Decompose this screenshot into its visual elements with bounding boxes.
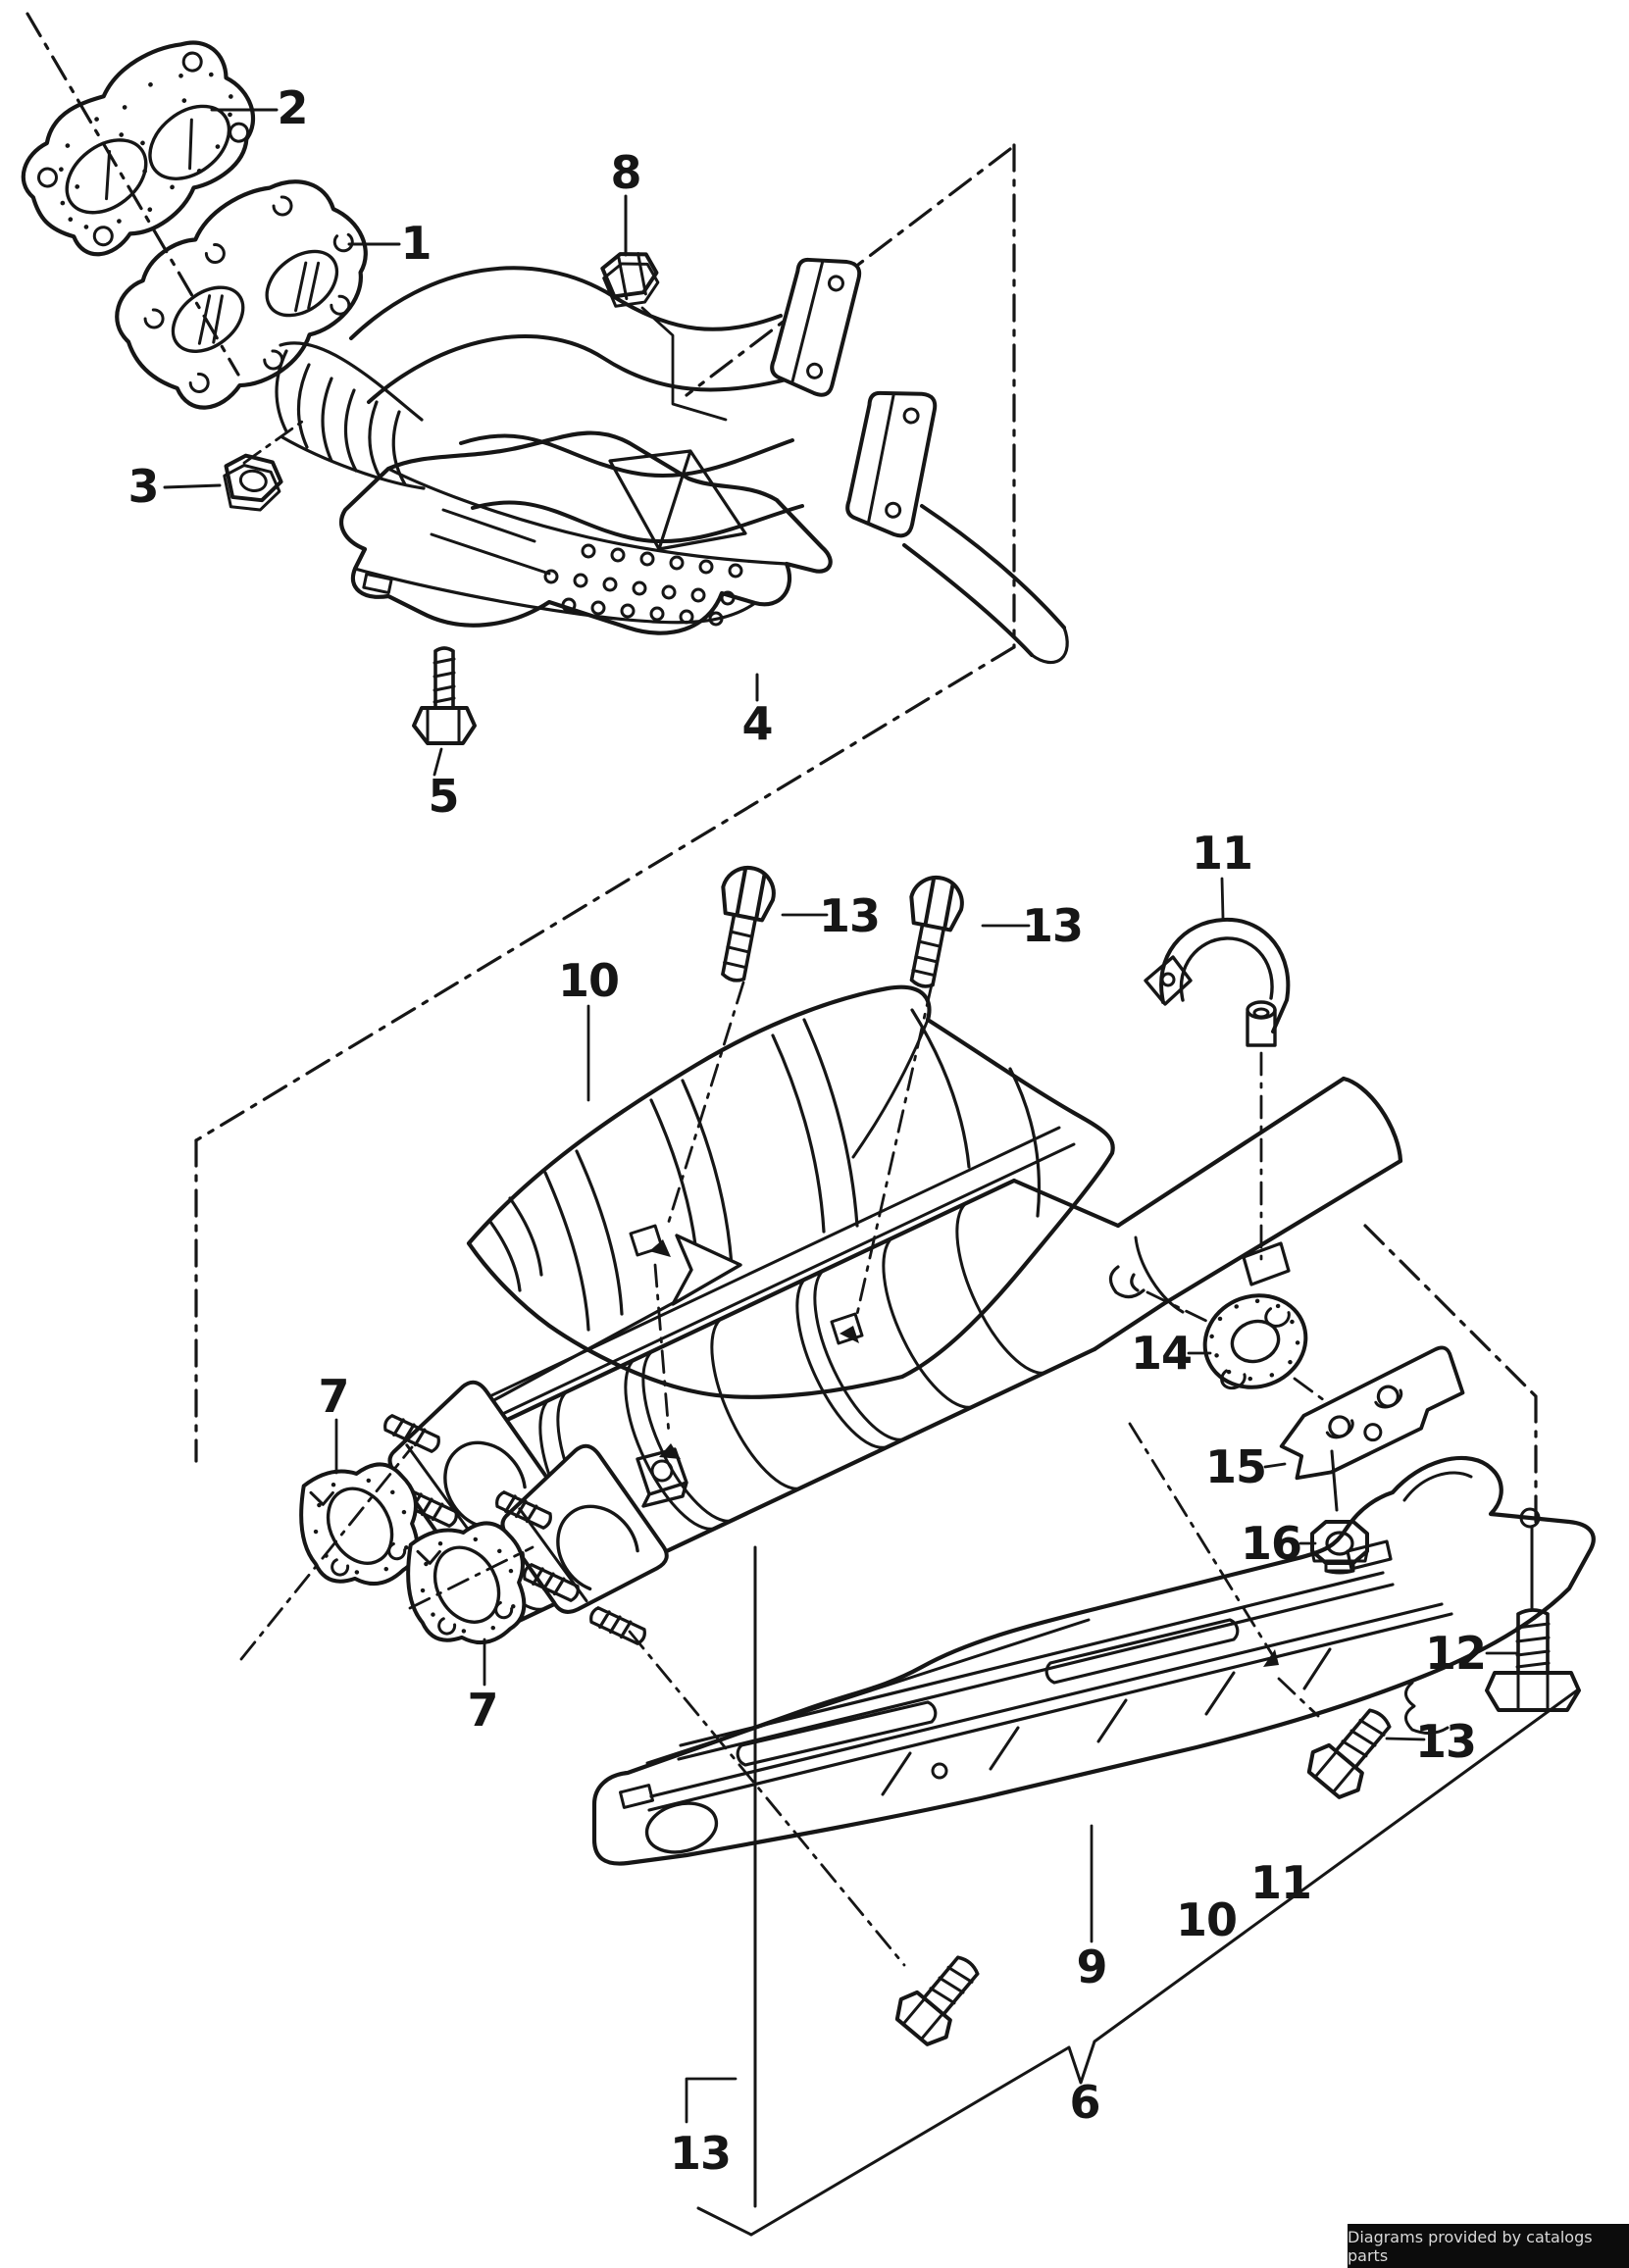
callout-7-right[interactable]: 7 bbox=[467, 1684, 498, 1737]
part-heat-shield-4 bbox=[339, 430, 833, 635]
provider-badge-text: Diagrams provided by catalogs parts bbox=[1348, 2227, 1593, 2265]
group-bracket-6 bbox=[696, 1545, 1579, 2237]
flex-corrugation bbox=[275, 341, 426, 490]
callout-14[interactable]: 14 bbox=[1130, 1327, 1193, 1380]
part-gasket-7-right bbox=[406, 1521, 527, 1645]
part-hanger-ring-14 bbox=[1202, 1293, 1308, 1390]
part-bolt-13-bottom bbox=[894, 1955, 980, 2046]
callout-10-top[interactable]: 10 bbox=[557, 954, 620, 1007]
part-bolt-13-front-right bbox=[909, 876, 964, 988]
part-bolt-13-rear-right bbox=[1306, 1708, 1392, 1799]
part-heat-shield-10 bbox=[466, 984, 1115, 1399]
callout-5[interactable]: 5 bbox=[428, 770, 459, 823]
part-clamp-11 bbox=[1144, 917, 1291, 1047]
callout-4[interactable]: 4 bbox=[741, 697, 773, 750]
callout-16[interactable]: 16 bbox=[1240, 1517, 1302, 1570]
leader-lines-middle bbox=[239, 877, 1518, 2124]
callout-9[interactable]: 9 bbox=[1076, 1940, 1107, 1993]
callout-7-left[interactable]: 7 bbox=[318, 1370, 349, 1423]
leader-lines-top bbox=[163, 108, 759, 702]
callout-11-top[interactable]: 11 bbox=[1191, 827, 1253, 880]
callout-1[interactable]: 1 bbox=[400, 217, 432, 270]
link-bracket-to-nut bbox=[1330, 1449, 1339, 1512]
callout-11-bottom[interactable]: 11 bbox=[1249, 1856, 1312, 1909]
leader-nut-8 bbox=[640, 306, 728, 422]
part-nut-3 bbox=[223, 453, 283, 512]
part-bolt-12 bbox=[1485, 1526, 1581, 1712]
callout-10-bottom[interactable]: 10 bbox=[1175, 1893, 1238, 1946]
part-gasket-2 bbox=[21, 40, 256, 257]
callout-13-bottom[interactable]: 13 bbox=[669, 2127, 732, 2180]
callout-12[interactable]: 12 bbox=[1424, 1627, 1487, 1680]
part-bolt-13-front-left bbox=[721, 866, 776, 983]
leader-arrowheads bbox=[649, 1239, 1279, 1667]
provider-badge: Diagrams provided by catalogs parts bbox=[1348, 2224, 1629, 2268]
part-bracket-15 bbox=[1279, 1345, 1465, 1481]
frame-right-diagonal bbox=[1363, 1224, 1538, 1398]
part-downpipe bbox=[349, 257, 1069, 665]
leader-bolt-5 bbox=[433, 747, 443, 777]
frame-mid-diagonal bbox=[194, 645, 1016, 1142]
callout-13-front-left[interactable]: 13 bbox=[818, 889, 881, 942]
frame-lines bbox=[25, 12, 1538, 1524]
part-bolt-5 bbox=[412, 646, 477, 745]
callout-13-rear-right[interactable]: 13 bbox=[1414, 1715, 1477, 1768]
callout-15[interactable]: 15 bbox=[1204, 1440, 1267, 1493]
leader-nut-3-dashdot bbox=[242, 420, 304, 465]
part-underbody-panel-9 bbox=[591, 1455, 1596, 1866]
part-gasket-7-left bbox=[299, 1462, 420, 1587]
callout-3[interactable]: 3 bbox=[127, 460, 159, 513]
part-converter-assembly bbox=[383, 1076, 1403, 1645]
callout-2[interactable]: 2 bbox=[277, 81, 308, 134]
callout-6[interactable]: 6 bbox=[1069, 2076, 1100, 2129]
downpipe-flange-lower bbox=[845, 390, 938, 538]
downpipe-flange-upper bbox=[770, 257, 862, 397]
part-nut-8 bbox=[600, 252, 660, 308]
part-flange-1 bbox=[115, 179, 426, 490]
part-nut-16 bbox=[1310, 1520, 1369, 1575]
callout-8[interactable]: 8 bbox=[610, 146, 641, 199]
callout-13-front-right[interactable]: 13 bbox=[1021, 899, 1084, 952]
